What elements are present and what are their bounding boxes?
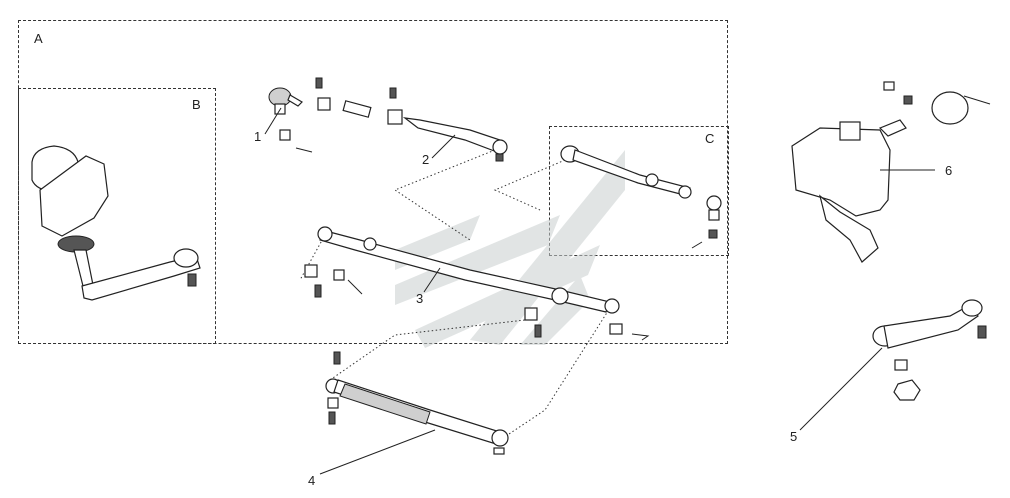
group-c-label: C bbox=[705, 131, 715, 146]
part-2-label: 2 bbox=[422, 152, 430, 167]
steering-gear-part-6 bbox=[791, 81, 991, 263]
leader-part-2 bbox=[431, 134, 456, 159]
group-c-box bbox=[549, 126, 729, 256]
part-5-label: 5 bbox=[790, 429, 798, 444]
tie-rod-part-2 bbox=[402, 117, 508, 162]
pitman-arm-part-5 bbox=[872, 299, 987, 401]
leader-part-5 bbox=[799, 347, 883, 431]
part-3-label: 3 bbox=[416, 291, 424, 306]
part-1-label: 1 bbox=[254, 129, 262, 144]
group-a-label: A bbox=[34, 31, 43, 46]
bolts-row-top bbox=[315, 77, 403, 125]
tie-rod-group-c bbox=[560, 145, 722, 249]
leader-part-3 bbox=[423, 267, 441, 293]
group-b-box bbox=[18, 88, 216, 344]
center-link-part-3 bbox=[304, 226, 650, 341]
watermark-logo-icon bbox=[395, 150, 625, 348]
leader-part-4 bbox=[319, 429, 436, 475]
idler-arm-group-b bbox=[31, 145, 201, 301]
group-b-label: B bbox=[192, 97, 201, 112]
assembly-line-c bbox=[299, 234, 326, 281]
assembly-line-a bbox=[393, 149, 496, 241]
assembly-line-b bbox=[493, 159, 566, 211]
part-4-label: 4 bbox=[308, 473, 316, 488]
leader-part-1 bbox=[264, 107, 282, 135]
ball-joint-part-1 bbox=[268, 87, 313, 153]
steering-damper-part-4 bbox=[325, 351, 509, 455]
part-6-label: 6 bbox=[945, 163, 953, 178]
